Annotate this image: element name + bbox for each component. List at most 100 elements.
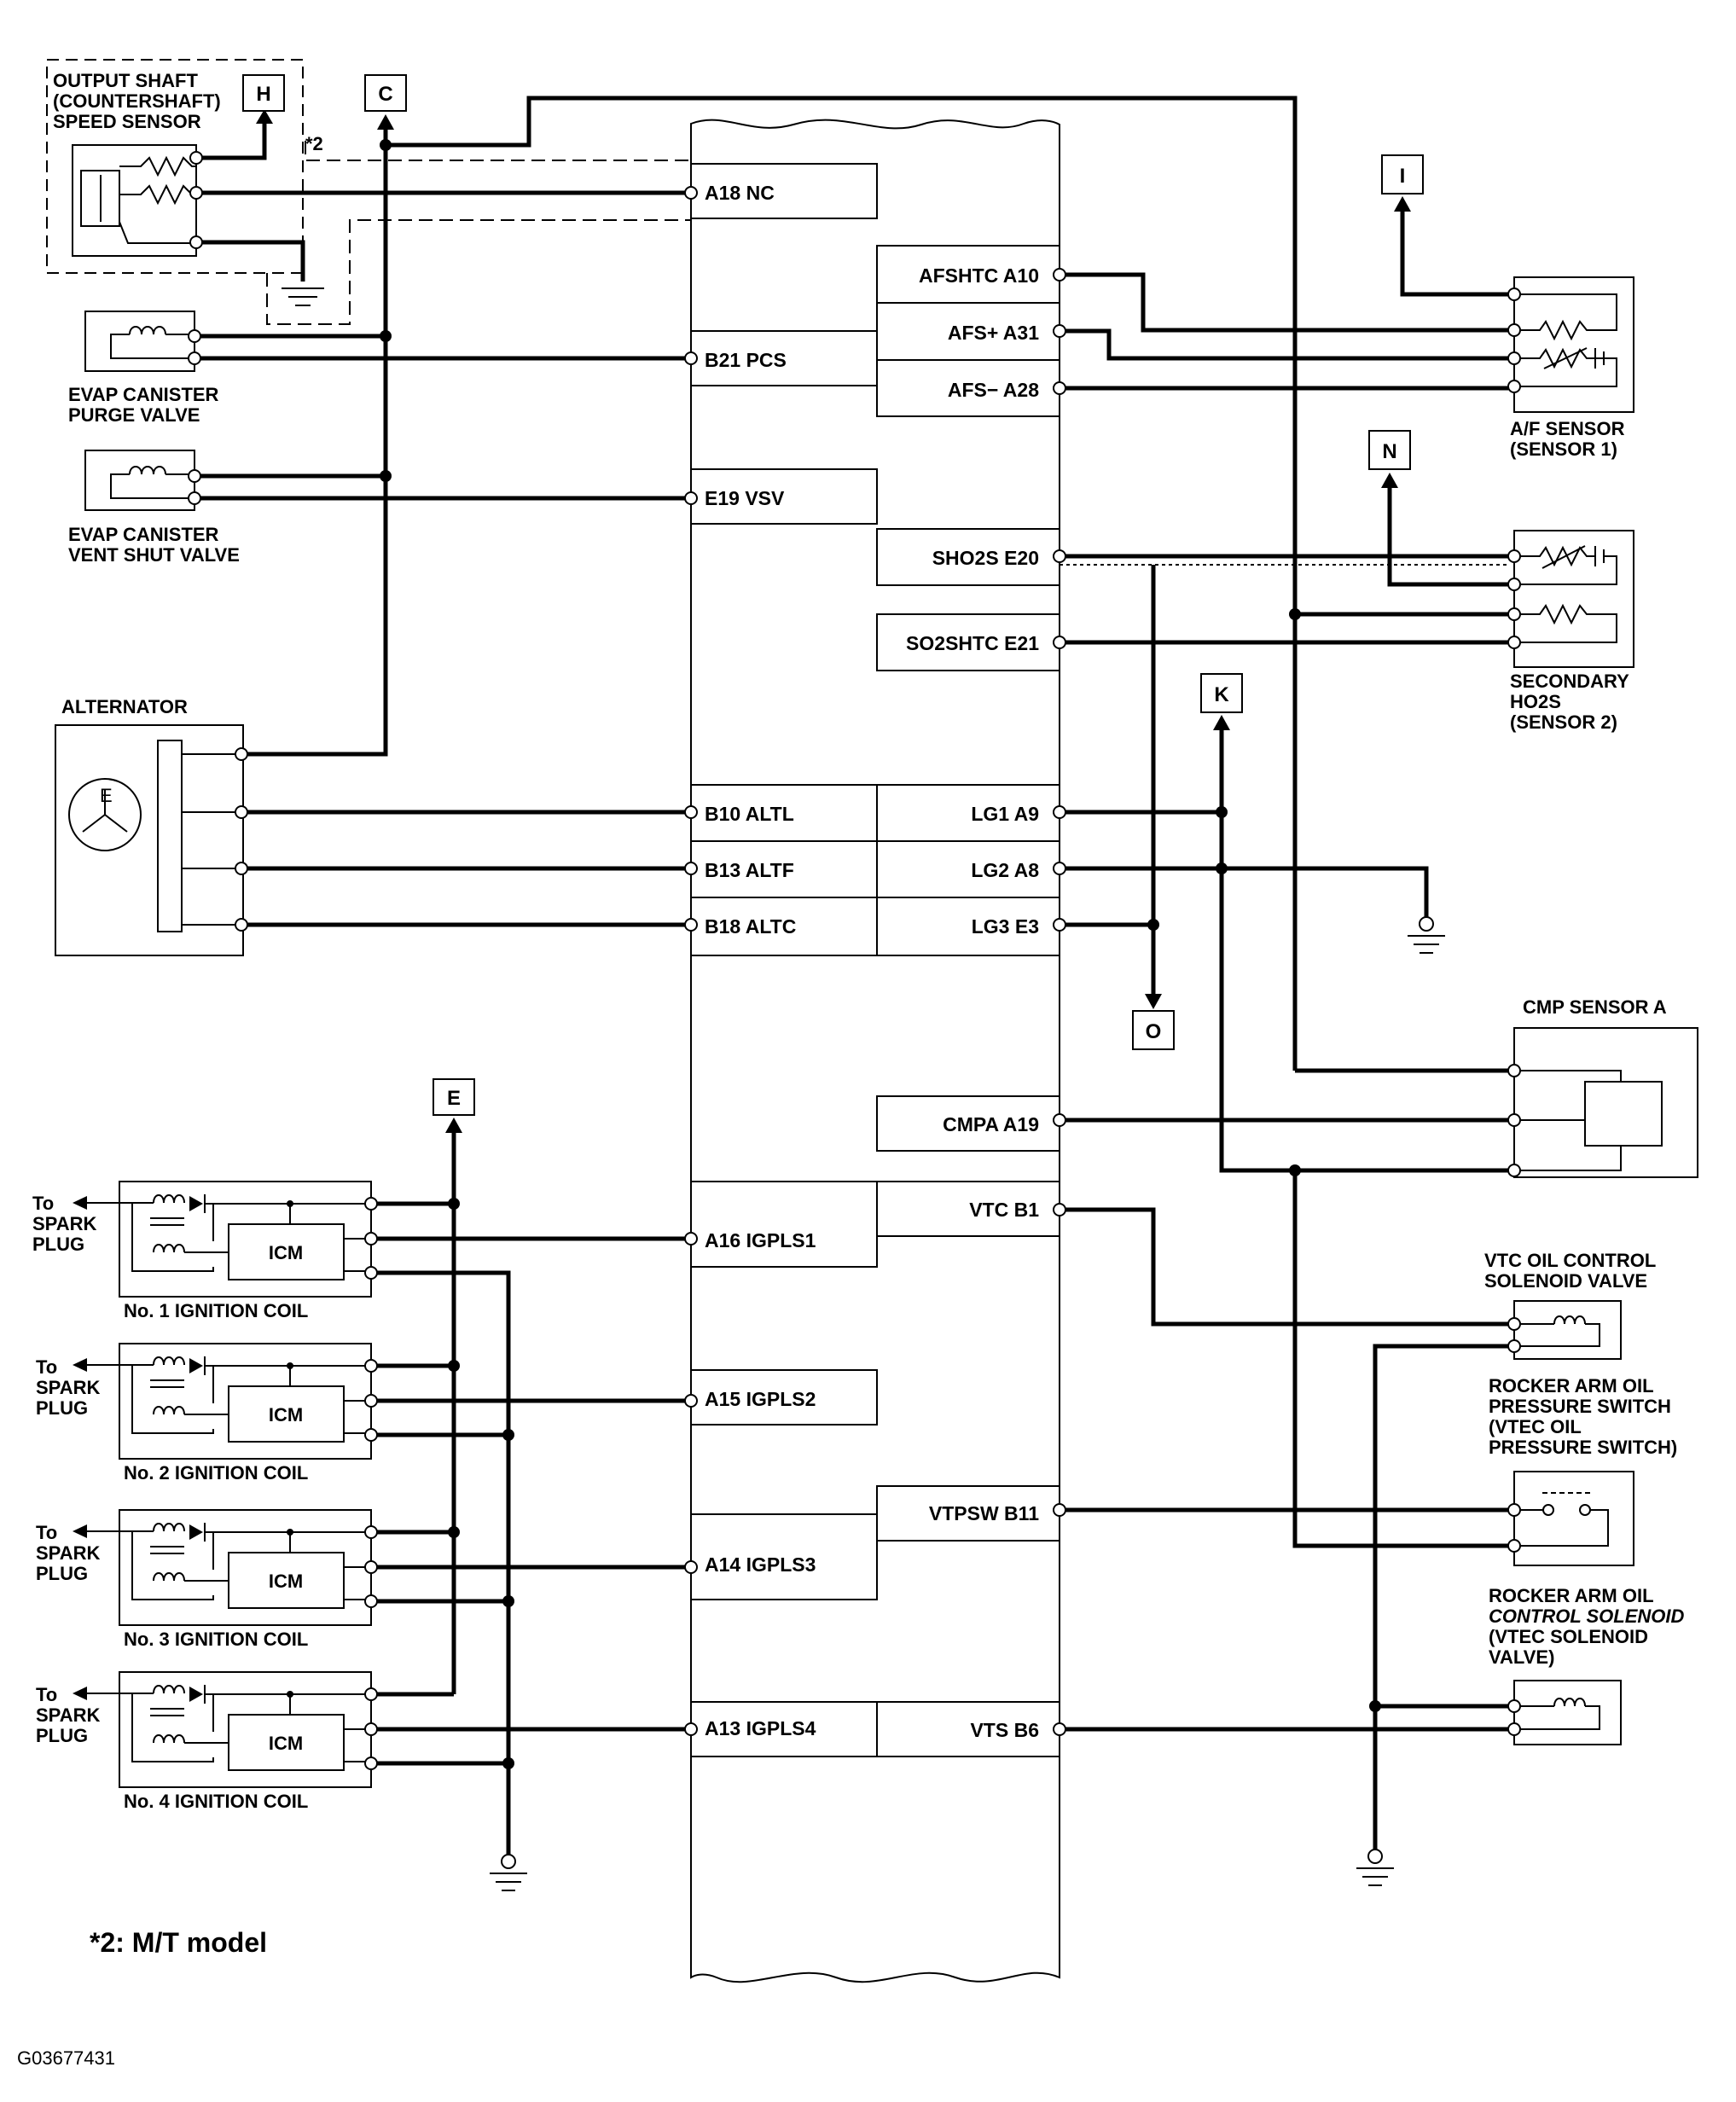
- svg-text:E: E: [100, 785, 113, 806]
- svg-text:PLUG: PLUG: [32, 1234, 84, 1255]
- ignition-coil-2: ICM No. 2 IGNITION COIL: [119, 1343, 378, 1484]
- svg-text:SPARK: SPARK: [36, 1377, 100, 1398]
- pin-b21-pcs: B21 PCS: [705, 349, 787, 371]
- svg-text:To: To: [36, 1684, 57, 1705]
- svg-text:I: I: [1400, 165, 1406, 188]
- connector-tag-h: H: [242, 74, 285, 112]
- ignition-coil-3: ICM No. 3 IGNITION COIL: [119, 1509, 378, 1650]
- svg-text:N: N: [1382, 440, 1396, 463]
- svg-text:EVAP CANISTER: EVAP CANISTER: [68, 524, 219, 545]
- svg-text:To: To: [32, 1193, 54, 1214]
- ecm-right-pin-labels: AFSHTC A10 AFS+ A31 AFS− A28 SHO2S E20 S…: [906, 264, 1039, 1741]
- svg-text:PLUG: PLUG: [36, 1397, 88, 1419]
- pin-b18-altc: B18 ALTC: [705, 915, 796, 938]
- pin-sho2s-e20: SHO2S E20: [932, 547, 1039, 569]
- pin-b10-altl: B10 ALTL: [705, 803, 794, 825]
- ecm-left-pin-boxes: [690, 163, 878, 1757]
- pin-lg3-e3: LG3 E3: [972, 915, 1039, 938]
- pin-afs-plus-a31: AFS+ A31: [948, 322, 1039, 344]
- alternator: ALTERNATOR E: [55, 696, 248, 956]
- svg-text:PURGE VALVE: PURGE VALVE: [68, 404, 200, 426]
- svg-text:EVAP CANISTER: EVAP CANISTER: [68, 384, 219, 405]
- svg-text:ICM: ICM: [269, 1242, 303, 1263]
- svg-text:C: C: [378, 83, 392, 106]
- svg-text:ICM: ICM: [269, 1571, 303, 1592]
- pin-e19-vsv: E19 VSV: [705, 487, 785, 509]
- svg-text:SECONDARY: SECONDARY: [1510, 671, 1629, 692]
- svg-text:(COUNTERSHAFT): (COUNTERSHAFT): [53, 90, 221, 112]
- pin-lg2-a8: LG2 A8: [971, 859, 1039, 881]
- af-sensor: A/F SENSOR (SENSOR 1): [1507, 276, 1634, 460]
- svg-text:PRESSURE SWITCH: PRESSURE SWITCH: [1489, 1396, 1671, 1417]
- ground-symbol: [490, 1854, 527, 1891]
- svg-text:No. 2 IGNITION COIL: No. 2 IGNITION COIL: [124, 1462, 308, 1484]
- svg-text:CONTROL SOLENOID: CONTROL SOLENOID: [1489, 1606, 1684, 1627]
- secondary-ho2s: SECONDARY HO2S (SENSOR 2): [1507, 530, 1634, 733]
- figure-code: G03677431: [17, 2047, 115, 2069]
- svg-text:To: To: [36, 1356, 57, 1378]
- rocker-arm-oil-control-solenoid: ROCKER ARM OIL CONTROL SOLENOID (VTEC SO…: [1489, 1585, 1684, 1745]
- evap-canister-vent-shut-valve: EVAP CANISTER VENT SHUT VALVE: [68, 450, 240, 566]
- pin-lg1-a9: LG1 A9: [971, 803, 1039, 825]
- spark-plug-arrows: To SPARK PLUG To SPARK PLUG To SPARK PLU…: [32, 1193, 132, 1746]
- svg-text:HO2S: HO2S: [1510, 691, 1561, 712]
- ignition-coil-4: ICM No. 4 IGNITION COIL: [119, 1671, 378, 1812]
- svg-text:ALTERNATOR: ALTERNATOR: [61, 696, 188, 717]
- svg-text:To: To: [36, 1522, 57, 1543]
- svg-text:SOLENOID VALVE: SOLENOID VALVE: [1484, 1270, 1647, 1292]
- connector-tag-k: K: [1200, 673, 1243, 713]
- svg-text:(SENSOR 1): (SENSOR 1): [1510, 438, 1617, 460]
- pin-a18-nc: A18 NC: [705, 182, 775, 204]
- connector-tag-n: N: [1368, 430, 1411, 470]
- cmp-sensor-a: CMP SENSOR A: [1507, 996, 1698, 1178]
- svg-text:(VTEC OIL: (VTEC OIL: [1489, 1416, 1582, 1437]
- pin-a16-igpls1: A16 IGPLS1: [705, 1229, 816, 1251]
- svg-text:VTC OIL CONTROL: VTC OIL CONTROL: [1484, 1250, 1656, 1271]
- svg-text:PLUG: PLUG: [36, 1563, 88, 1584]
- output-shaft-speed-sensor: OUTPUT SHAFT (COUNTERSHAFT) SPEED SENSOR…: [46, 59, 691, 325]
- pin-vtc-b1: VTC B1: [969, 1199, 1039, 1221]
- svg-text:OUTPUT SHAFT: OUTPUT SHAFT: [53, 70, 198, 91]
- svg-text:SPARK: SPARK: [36, 1704, 100, 1726]
- svg-text:ROCKER ARM OIL: ROCKER ARM OIL: [1489, 1375, 1654, 1396]
- svg-text:(SENSOR 2): (SENSOR 2): [1510, 711, 1617, 733]
- ignition-coil-1: ICM No. 1 IGNITION COIL: [119, 1181, 378, 1321]
- pin-so2shtc-e21: SO2SHTC E21: [906, 632, 1039, 654]
- ground-symbol: [1356, 1849, 1394, 1886]
- pin-afs-minus-a28: AFS− A28: [948, 379, 1039, 401]
- svg-text:SPEED SENSOR: SPEED SENSOR: [53, 111, 201, 132]
- evap-canister-purge-valve: EVAP CANISTER PURGE VALVE: [68, 311, 219, 426]
- connector-tag-i: I: [1381, 154, 1424, 195]
- pin-b13-altf: B13 ALTF: [705, 859, 794, 881]
- svg-text:VENT SHUT VALVE: VENT SHUT VALVE: [68, 544, 240, 566]
- svg-text:PRESSURE SWITCH): PRESSURE SWITCH): [1489, 1437, 1677, 1458]
- pin-a14-igpls3: A14 IGPLS3: [705, 1553, 816, 1576]
- connector-tag-c: C: [364, 74, 407, 112]
- svg-text:(VTEC SOLENOID: (VTEC SOLENOID: [1489, 1626, 1648, 1647]
- svg-text:K: K: [1214, 683, 1229, 706]
- ecm-left-pin-labels: A18 NC B21 PCS E19 VSV B10 ALTL B13 ALTF…: [705, 182, 816, 1739]
- svg-text:No. 3 IGNITION COIL: No. 3 IGNITION COIL: [124, 1629, 308, 1650]
- rocker-arm-oil-pressure-switch: ROCKER ARM OIL PRESSURE SWITCH (VTEC OIL…: [1489, 1375, 1677, 1566]
- ecm-right-pin-boxes: [876, 245, 1060, 1757]
- svg-text:PLUG: PLUG: [36, 1725, 88, 1746]
- pin-vtpsw-b11: VTPSW B11: [929, 1502, 1039, 1524]
- connector-tag-e: E: [433, 1078, 475, 1116]
- ground-symbol: [1408, 916, 1445, 954]
- svg-text:H: H: [256, 83, 270, 106]
- pin-vts-b6: VTS B6: [970, 1719, 1039, 1741]
- svg-text:SPARK: SPARK: [36, 1542, 100, 1564]
- svg-text:ICM: ICM: [269, 1733, 303, 1754]
- svg-text:VALVE): VALVE): [1489, 1646, 1554, 1668]
- pin-a13-igpls4: A13 IGPLS4: [705, 1717, 816, 1739]
- svg-text:A/F SENSOR: A/F SENSOR: [1510, 418, 1625, 439]
- star2-marker: *2: [305, 133, 323, 154]
- vtc-oil-control-solenoid-valve: VTC OIL CONTROL SOLENOID VALVE: [1484, 1250, 1656, 1360]
- pin-cmpa-a19: CMPA A19: [943, 1113, 1039, 1135]
- svg-text:No. 4 IGNITION COIL: No. 4 IGNITION COIL: [124, 1791, 308, 1812]
- svg-text:ROCKER ARM OIL: ROCKER ARM OIL: [1489, 1585, 1654, 1606]
- svg-text:E: E: [447, 1087, 461, 1110]
- svg-text:No. 1 IGNITION COIL: No. 1 IGNITION COIL: [124, 1300, 308, 1321]
- footnote: *2: M/T model: [90, 1927, 267, 1958]
- pin-a15-igpls2: A15 IGPLS2: [705, 1388, 816, 1410]
